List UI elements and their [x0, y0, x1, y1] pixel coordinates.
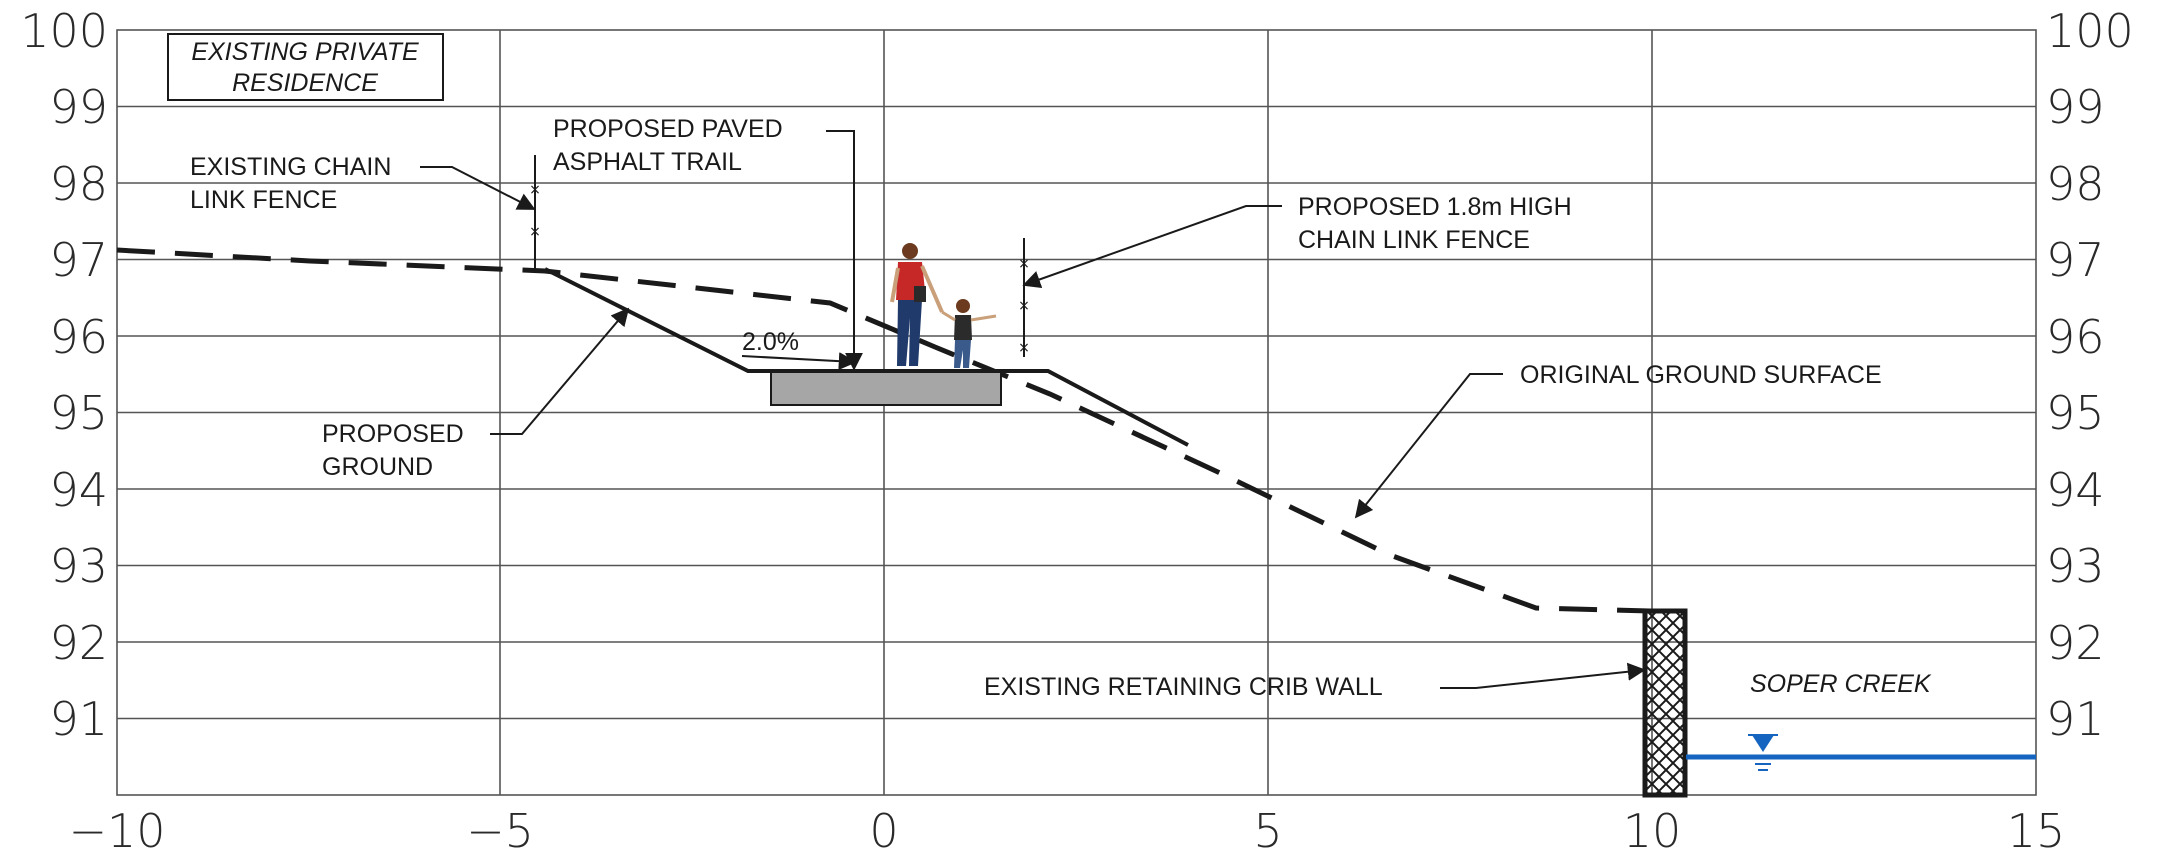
proposed-ground-line: [544, 267, 1189, 447]
adult-figure: [890, 243, 944, 366]
y-left-tick-98: 98: [49, 157, 108, 211]
water-symbol: [1752, 735, 1774, 752]
trail-label-line1: PROPOSED PAVED: [553, 115, 783, 143]
trail-label-line2: ASPHALT TRAIL: [553, 148, 742, 176]
crib-wall-body: [1642, 608, 1688, 798]
leader-crib-wall: EXISTING RETAINING CRIB WALL: [984, 662, 1646, 701]
proposed-fence-x2: ×: [1018, 298, 1030, 314]
y-right-tick-100: 100: [2046, 4, 2134, 58]
proposed-ground-label-line2: GROUND: [322, 453, 433, 481]
slope-arrow: [741, 352, 857, 371]
water-level: [1686, 734, 2036, 771]
residence-box-frame: [167, 33, 444, 101]
new-fence-label-line1: PROPOSED 1.8m HIGH: [1298, 193, 1572, 221]
y-right-tick-91: 91: [2046, 692, 2105, 746]
y-right-tick-97: 97: [2046, 233, 2105, 287]
residence-label-line2: RESIDENCE: [232, 69, 378, 97]
y-right-tick-92: 92: [2046, 616, 2105, 670]
y-left-tick-100: 100: [20, 4, 108, 58]
y-right-tick-98: 98: [2046, 157, 2105, 211]
y-left-tick-93: 93: [49, 539, 108, 593]
x-axis: −10 −5 0 5 10 15: [68, 804, 2065, 858]
proposed-fence: × × ×: [1018, 238, 1030, 357]
leader-trail: PROPOSED PAVED ASPHALT TRAIL: [553, 115, 863, 371]
x-tick-5: 5: [1253, 804, 1282, 858]
existing-fence: × ×: [529, 155, 541, 269]
y-left-tick-95: 95: [49, 386, 108, 440]
original-ground-label: ORIGINAL GROUND SURFACE: [1520, 361, 1882, 389]
chain-fence-label-line1: EXISTING CHAIN: [190, 153, 391, 181]
y-right-tick-96: 96: [2046, 310, 2105, 364]
child-figure: [941, 299, 997, 368]
x-tick-10: 10: [1623, 804, 1682, 858]
y-left-tick-91: 91: [49, 692, 108, 746]
leader-original-ground: ORIGINAL GROUND SURFACE: [1354, 361, 1882, 519]
y-axis-right: 100 99 98 97 96 95 94 93 92 91: [2046, 4, 2134, 746]
existing-fence-x2: ×: [529, 224, 541, 240]
y-left-tick-96: 96: [49, 310, 108, 364]
chain-fence-label-line2: LINK FENCE: [190, 186, 337, 214]
x-tick-minus5: −5: [466, 804, 534, 858]
x-tick-15: 15: [2007, 804, 2066, 858]
creek-label: SOPER CREEK: [1750, 670, 1932, 698]
existing-fence-x1: ×: [529, 182, 541, 198]
y-right-tick-95: 95: [2046, 386, 2105, 440]
y-left-tick-94: 94: [49, 463, 108, 517]
y-right-tick-94: 94: [2046, 463, 2105, 517]
proposed-fence-x1: ×: [1018, 256, 1030, 272]
slope-indicator: 2.0%: [741, 328, 857, 371]
new-fence-label-line2: CHAIN LINK FENCE: [1298, 226, 1530, 254]
proposed-fence-x3: ×: [1018, 340, 1030, 356]
proposed-ground-label-line1: PROPOSED: [322, 420, 464, 448]
leader-existing-fence: EXISTING CHAIN LINK FENCE: [190, 153, 536, 214]
leader-proposed-ground: PROPOSED GROUND: [322, 307, 630, 481]
people-figure: [890, 243, 997, 368]
y-axis-left: 100 99 98 97 96 95 94 93 92 91: [20, 4, 108, 746]
y-right-tick-99: 99: [2046, 80, 2105, 134]
crib-wall: [1642, 608, 1688, 798]
crib-wall-label: EXISTING RETAINING CRIB WALL: [984, 673, 1383, 701]
y-left-tick-97: 97: [49, 233, 108, 287]
residence-label-line1: EXISTING PRIVATE: [191, 38, 419, 66]
slope-label: 2.0%: [742, 328, 799, 356]
leader-proposed-fence: PROPOSED 1.8m HIGH CHAIN LINK FENCE: [1022, 193, 1572, 289]
y-left-tick-99: 99: [49, 80, 108, 134]
x-tick-minus10: −10: [68, 804, 165, 858]
y-right-tick-93: 93: [2046, 539, 2105, 593]
asphalt-trail-slab: [770, 371, 1002, 406]
y-left-tick-92: 92: [49, 616, 108, 670]
residence-label-box: EXISTING PRIVATE RESIDENCE: [167, 33, 444, 101]
x-tick-0: 0: [869, 804, 898, 858]
